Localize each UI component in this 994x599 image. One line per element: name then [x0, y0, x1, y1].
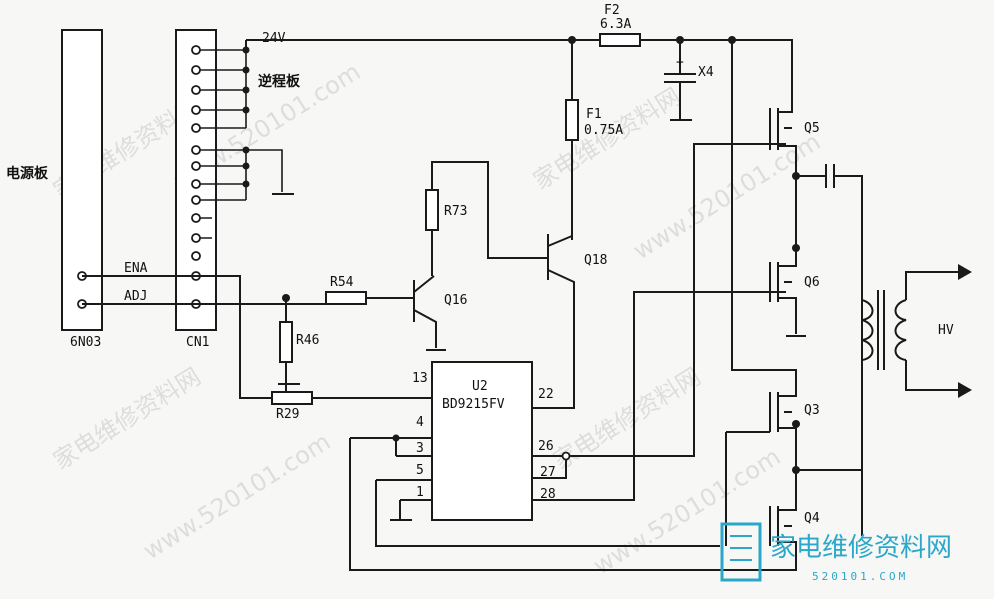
fuse-f1-name: F1	[586, 107, 602, 122]
pin-13: 13	[412, 371, 428, 386]
hv-arrow-top	[958, 264, 972, 280]
transformer-core	[877, 290, 885, 370]
adj-line	[200, 297, 414, 305]
resistor-r29	[271, 391, 313, 405]
r29-label: R29	[276, 407, 299, 422]
capacitor-x4-label: X4	[698, 65, 714, 80]
coupling-cap	[796, 164, 863, 536]
connector-6n03-label: 6N03	[70, 335, 101, 350]
pin-1: 1	[416, 485, 424, 500]
connector-cn1-label: CN1	[186, 335, 209, 350]
resistor-r73	[425, 189, 439, 231]
pin-22: 22	[538, 387, 554, 402]
ic-u2-ref: U2	[472, 379, 488, 394]
q16-label: Q16	[444, 293, 467, 308]
inverter-board-label: 逆程板	[258, 73, 301, 90]
ic-u2	[431, 361, 533, 521]
watermark-url-4: www.520101.com	[588, 443, 785, 581]
r46-label: R46	[296, 333, 319, 348]
ground-pin-bus	[200, 149, 283, 201]
24v-pin-bus	[200, 49, 247, 129]
watermark-text-4: 家电维修资料网	[548, 362, 705, 475]
ena-label: ENA	[124, 261, 148, 276]
pin-28: 28	[540, 487, 556, 502]
ic-right-pins	[532, 143, 786, 501]
mosfet-q6	[769, 248, 806, 337]
mosfet-q4	[769, 470, 797, 560]
power-board-label: 电源板	[6, 165, 49, 182]
pin-4: 4	[416, 415, 424, 430]
fuse-f1-value: 0.75A	[584, 123, 623, 138]
watermark-text-3: 家电维修资料网	[48, 362, 205, 475]
resistor-r54	[325, 291, 367, 305]
transistor-q16	[413, 275, 446, 351]
fuse-f2-value: 6.3A	[600, 17, 631, 32]
ena-line	[82, 275, 432, 399]
r73-label: R73	[444, 204, 467, 219]
q5-label: Q5	[804, 121, 820, 136]
hv-label: HV	[938, 323, 954, 338]
q18-label: Q18	[584, 253, 607, 268]
pin-27: 27	[540, 465, 556, 480]
fuse-f2	[599, 33, 641, 47]
watermark-url-3: www.520101.com	[138, 428, 335, 566]
logo-text: 家电维修资料网	[770, 533, 952, 563]
cn1-spare-pins	[200, 217, 212, 239]
capacitor-plus: +	[676, 55, 684, 70]
q3-label: Q3	[804, 403, 820, 418]
cn1-pins	[191, 45, 201, 309]
adj-label: ADJ	[124, 289, 147, 304]
transformer-primary	[861, 299, 874, 361]
pin-26: 26	[538, 439, 554, 454]
mosfet-q3	[726, 40, 797, 470]
q6-label: Q6	[804, 275, 820, 290]
r54-label: R54	[330, 275, 354, 290]
ic-u2-part: BD9215FV	[442, 397, 505, 412]
transistor-q18	[431, 161, 575, 409]
capacitor-x4	[664, 40, 696, 121]
24v-label: 24V	[262, 31, 286, 46]
logo-url: 520101.COM	[812, 570, 908, 583]
resistor-r46	[279, 321, 293, 363]
q4-label: Q4	[804, 511, 820, 526]
watermark-text-2: 家电维修资料网	[528, 82, 685, 195]
fuse-f1	[565, 99, 579, 141]
connector-6n03	[61, 29, 103, 331]
pin-5: 5	[416, 463, 424, 478]
site-logo: 家电维修资料网 520101.COM	[720, 522, 952, 583]
mosfet-q5	[769, 40, 797, 176]
fuse-f2-name: F2	[604, 3, 620, 18]
transformer-secondary	[894, 271, 960, 391]
pin-3: 3	[416, 441, 424, 456]
hv-arrow-bottom	[958, 382, 972, 398]
